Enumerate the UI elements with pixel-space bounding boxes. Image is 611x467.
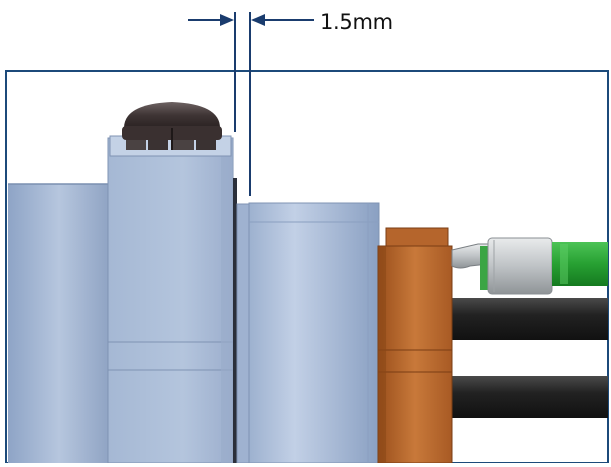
housing-cylinder bbox=[8, 184, 110, 463]
black-cable-upper bbox=[450, 298, 608, 340]
dimension-marker bbox=[188, 12, 314, 196]
ferrule-collar bbox=[480, 246, 490, 290]
mounting-block bbox=[107, 137, 234, 464]
copper-bracket bbox=[377, 227, 453, 464]
dimension-arrow-right bbox=[251, 14, 265, 26]
cap-screw bbox=[122, 102, 222, 150]
dimension-label: 1.5mm bbox=[320, 10, 393, 34]
large-nut bbox=[248, 202, 380, 464]
dimension-arrow-left bbox=[220, 14, 234, 26]
black-cable-lower bbox=[450, 376, 608, 418]
silver-ferrule bbox=[487, 237, 553, 295]
thin-washer bbox=[233, 178, 237, 463]
